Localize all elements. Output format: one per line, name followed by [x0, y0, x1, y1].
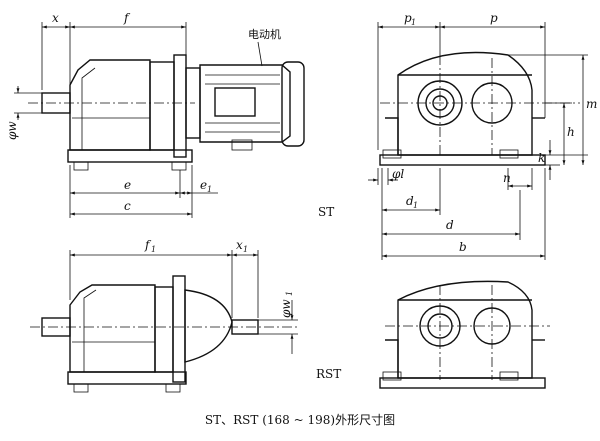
dim-phi-w: φw	[5, 121, 19, 140]
dim-d: d	[446, 218, 454, 232]
dim-x: x	[52, 11, 59, 25]
dim-c: c	[124, 199, 131, 213]
dim-n: n	[503, 171, 511, 185]
rst-cover	[184, 289, 233, 363]
view-label-st: ST	[318, 205, 334, 219]
view-label-rst: RST	[316, 367, 341, 381]
rst-flange	[172, 275, 186, 383]
dim-d1: d	[406, 194, 414, 208]
dim-m: m	[586, 97, 597, 111]
st-end-view: p 1 p m h k φl n d 1 d b	[368, 11, 597, 260]
dim-b: b	[459, 240, 467, 254]
rst-input-shaft	[231, 319, 259, 335]
st-side-view: 电动机 x f φw e e 1 c	[5, 11, 305, 218]
rst-side-view: f 1 x 1 φw 1	[30, 238, 300, 393]
dim-e1: e	[200, 178, 207, 192]
dim-k: k	[538, 151, 545, 165]
end-base	[379, 154, 546, 166]
middle-housing	[149, 61, 175, 151]
svg-text:1: 1	[285, 291, 294, 296]
dim-x1: x	[236, 238, 243, 252]
dim-phi-w1: φw	[279, 299, 293, 318]
svg-text:1: 1	[411, 18, 416, 27]
svg-text:1: 1	[243, 245, 248, 254]
dim-p1: p	[404, 11, 412, 25]
dim-h: h	[567, 125, 575, 139]
motor-label: 电动机	[248, 27, 281, 41]
dim-f: f	[123, 11, 131, 25]
svg-text:1: 1	[207, 185, 212, 194]
dim-e: e	[124, 178, 131, 192]
base	[67, 149, 193, 163]
dim-p: p	[490, 11, 498, 25]
flange	[173, 54, 187, 158]
dim-f1: f	[144, 238, 152, 252]
rst-end-view	[379, 280, 550, 389]
electric-motor	[185, 61, 305, 151]
svg-text:1: 1	[413, 201, 418, 210]
figure-caption: ST、RST (168 ~ 198)外形尺寸图	[205, 413, 395, 427]
dim-phi-l: φl	[392, 167, 404, 181]
end-housing	[397, 51, 533, 156]
svg-text:1: 1	[151, 245, 156, 254]
